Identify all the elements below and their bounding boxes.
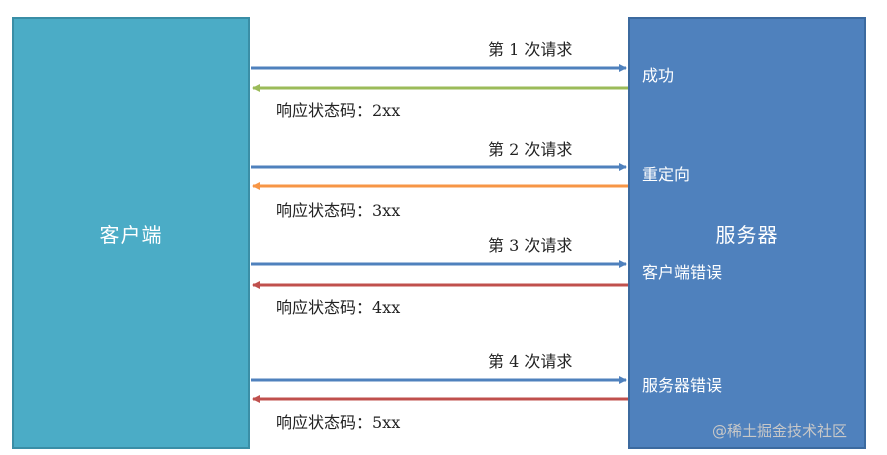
request-label-3: 第 3 次请求 bbox=[488, 236, 573, 255]
response-label-2: 响应状态码：3xx bbox=[276, 201, 401, 220]
result-label-1: 成功 bbox=[642, 66, 675, 85]
client-label: 客户端 bbox=[99, 222, 163, 247]
request-label-4: 第 4 次请求 bbox=[488, 352, 573, 371]
server-box: 服务器 bbox=[628, 17, 866, 449]
watermark: @稀土掘金技术社区 bbox=[712, 422, 848, 440]
server-label: 服务器 bbox=[715, 222, 779, 247]
result-label-2: 重定向 bbox=[642, 165, 691, 184]
response-label-3: 响应状态码：4xx bbox=[276, 298, 401, 317]
response-label-4: 响应状态码：5xx bbox=[276, 413, 401, 432]
client-box: 客户端 bbox=[12, 17, 250, 449]
result-label-3: 客户端错误 bbox=[642, 263, 723, 282]
request-label-1: 第 1 次请求 bbox=[488, 40, 573, 59]
request-label-2: 第 2 次请求 bbox=[488, 140, 573, 159]
response-label-1: 响应状态码：2xx bbox=[276, 101, 401, 120]
result-label-4: 服务器错误 bbox=[642, 376, 723, 395]
